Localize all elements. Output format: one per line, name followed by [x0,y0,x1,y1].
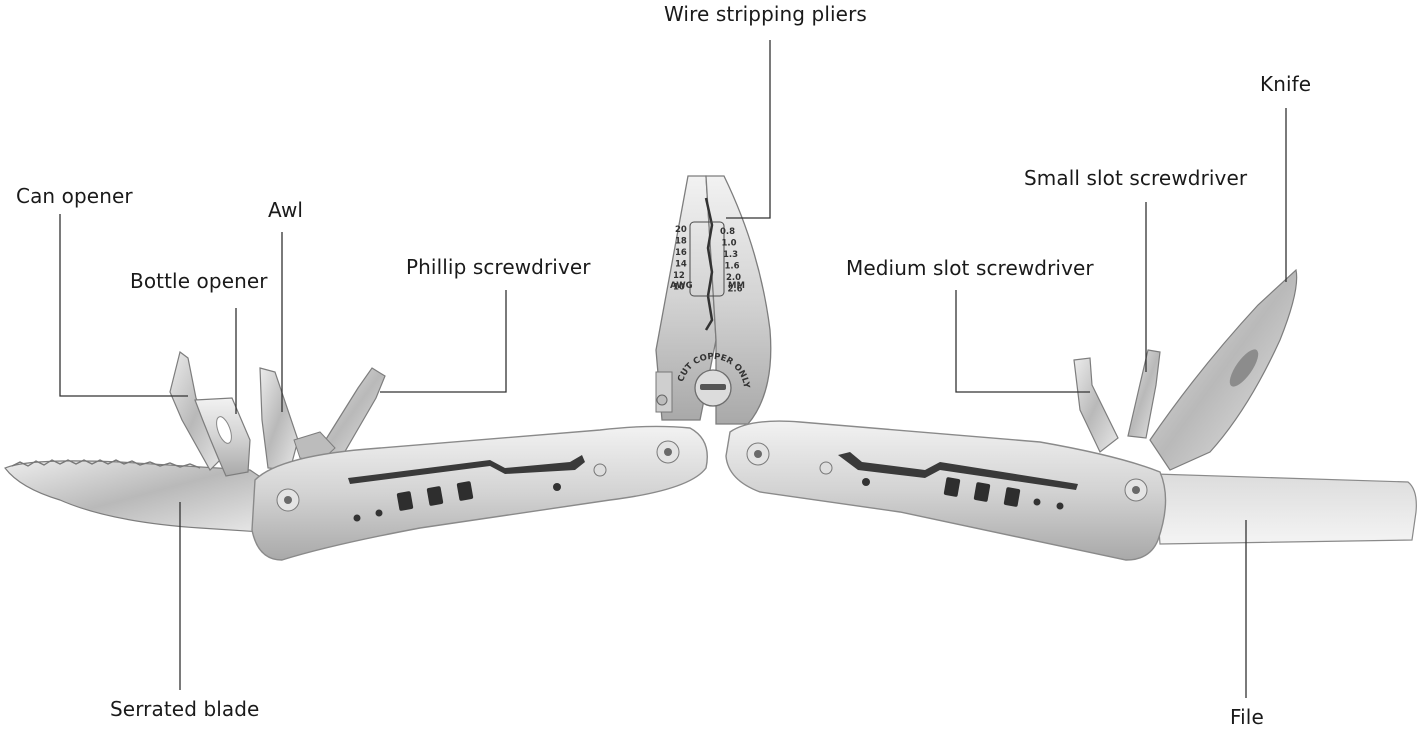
label-knife: Knife [1260,72,1312,96]
mm-value-1: 1.0 [722,239,737,249]
awg-unit-label: AWG [670,281,693,291]
label-serrated-blade: Serrated blade [110,697,260,721]
mm-value-3: 1.6 [725,262,740,272]
label-awl: Awl [268,198,304,222]
mm-value-0: 0.8 [720,227,735,237]
label-can-opener: Can opener [16,184,133,208]
mm-value-4: 2.0 [726,273,741,283]
awg-value-2: 16 [675,248,687,258]
label-medium-slot-screwdriver: Medium slot screwdriver [846,256,1094,280]
mm-unit-label: MM [728,281,745,291]
awg-value-1: 18 [675,237,687,247]
mm-scale: 0.8 1.01.3 1.62.0 2.6 [720,227,743,295]
label-wire-stripping-pliers: Wire stripping pliers [664,2,867,26]
file-tool [1154,473,1417,545]
label-phillip-screwdriver: Phillip screwdriver [406,255,591,279]
leader-medium-slot-screwdriver [955,290,1090,393]
leader-phillip-screwdriver [380,290,507,393]
left-handle [251,425,708,561]
knife-blade [1149,268,1298,471]
small-slot-screwdriver-tool [1127,349,1161,439]
mm-value-5: 2.6 [728,285,743,295]
mm-value-2: 1.3 [723,250,738,260]
phillip-screwdriver-tool [293,367,386,463]
awg-value-3: 14 [675,260,687,270]
awg-value-4: 12 [673,271,685,281]
leader-wire-stripping-pliers [726,40,771,219]
awl-tool [259,367,299,471]
medium-slot-screwdriver-tool [1073,357,1119,453]
label-small-slot-screwdriver: Small slot screwdriver [1024,166,1248,190]
serrated-blade [4,459,269,533]
bottle-opener-tool [194,397,251,477]
label-bottle-opener: Bottle opener [130,269,268,293]
awg-value-5: 10 [673,283,685,293]
leader-lines [59,40,1287,698]
right-handle [725,420,1167,561]
awg-value-0: 20 [675,225,687,235]
label-file: File [1230,705,1264,729]
leader-can-opener [59,214,188,397]
